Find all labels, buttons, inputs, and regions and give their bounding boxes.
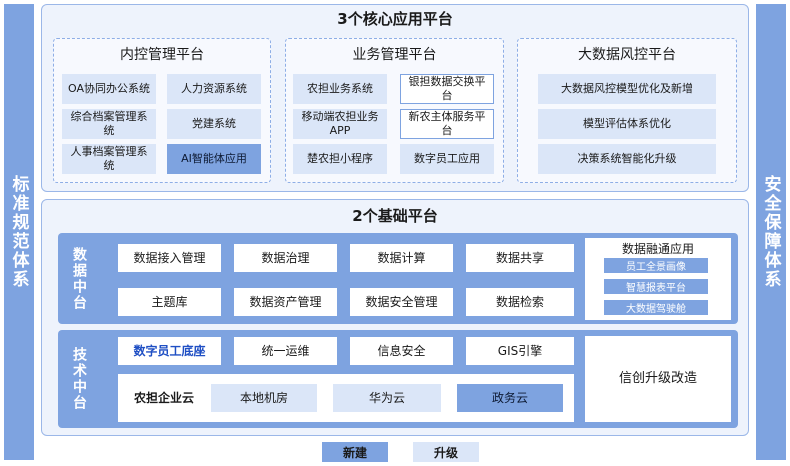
- base-platform-title: 2个基础平台: [352, 207, 438, 225]
- data-fusion-title: 数据融通应用: [621, 242, 694, 256]
- mini-program: 楚农担小程序: [293, 144, 387, 174]
- gis-engine: GIS引擎: [466, 337, 574, 365]
- smart-report-platform: 智慧报表平台: [604, 279, 708, 294]
- digital-employee-app: 数字员工应用: [400, 144, 494, 174]
- data-computing: 数据计算: [350, 244, 453, 272]
- oa-system: OA协同办公系统: [62, 74, 156, 104]
- business-platform-title: 业务管理平台: [352, 47, 437, 63]
- model-evaluation: 模型评估体系优化: [538, 109, 716, 139]
- bigdata-platform-title: 大数据风控平台: [578, 47, 676, 63]
- employee-portrait: 员工全景画像: [604, 258, 708, 273]
- xinchuang-upgrade: 信创升级改造: [585, 336, 731, 422]
- hr-system: 人力资源系统: [167, 74, 261, 104]
- new-agri-service-platform: 新农主体服务平台: [400, 109, 494, 139]
- legend-upgrade: 升级: [413, 442, 479, 462]
- personnel-archive-system: 人事档案管理系统: [62, 144, 156, 174]
- risk-model-optimization: 大数据风控模型优化及新增: [538, 74, 716, 104]
- data-ingestion: 数据接入管理: [118, 244, 221, 272]
- decision-system-upgrade: 决策系统智能化升级: [538, 144, 716, 174]
- ai-agent-app: AI智能体应用: [167, 144, 261, 174]
- data-middle-label-box: 数据中台: [58, 233, 100, 324]
- agri-guarantee-system: 农担业务系统: [293, 74, 387, 104]
- data-security-management: 数据安全管理: [350, 288, 453, 316]
- tech-middle-label-box: 技术中台: [58, 330, 100, 428]
- digital-employee-base: 数字员工底座: [118, 337, 221, 365]
- enterprise-cloud-title: 农担企业云: [133, 391, 194, 405]
- legend-new: 新建: [322, 442, 388, 462]
- data-sharing: 数据共享: [466, 244, 574, 272]
- tech-middle-label: 技术中台: [71, 347, 87, 411]
- huawei-cloud: 华为云: [333, 384, 441, 412]
- archive-system: 综合档案管理系统: [62, 109, 156, 139]
- security-system-label: 安全保障体系: [760, 175, 781, 289]
- data-middle-label: 数据中台: [71, 246, 87, 311]
- local-datacenter: 本地机房: [211, 384, 317, 412]
- theme-library: 主题库: [118, 288, 221, 316]
- bigdata-cockpit: 大数据驾驶舱: [604, 300, 708, 315]
- standards-system-label: 标准规范体系: [8, 175, 29, 289]
- security-system-bar: 安全保障体系: [756, 4, 786, 460]
- standards-system-bar: 标准规范体系: [4, 4, 34, 460]
- unified-ops: 统一运维: [234, 337, 337, 365]
- data-governance: 数据治理: [234, 244, 337, 272]
- info-security: 信息安全: [350, 337, 453, 365]
- internal-control-title: 内控管理平台: [120, 47, 204, 63]
- core-app-title: 3个核心应用平台: [337, 10, 453, 28]
- party-building-system: 党建系统: [167, 109, 261, 139]
- government-cloud: 政务云: [457, 384, 563, 412]
- data-asset-management: 数据资产管理: [234, 288, 337, 316]
- bank-data-exchange: 银担数据交换平台: [400, 74, 494, 104]
- mobile-app: 移动端农担业务APP: [293, 109, 387, 139]
- data-retrieval: 数据检索: [466, 288, 574, 316]
